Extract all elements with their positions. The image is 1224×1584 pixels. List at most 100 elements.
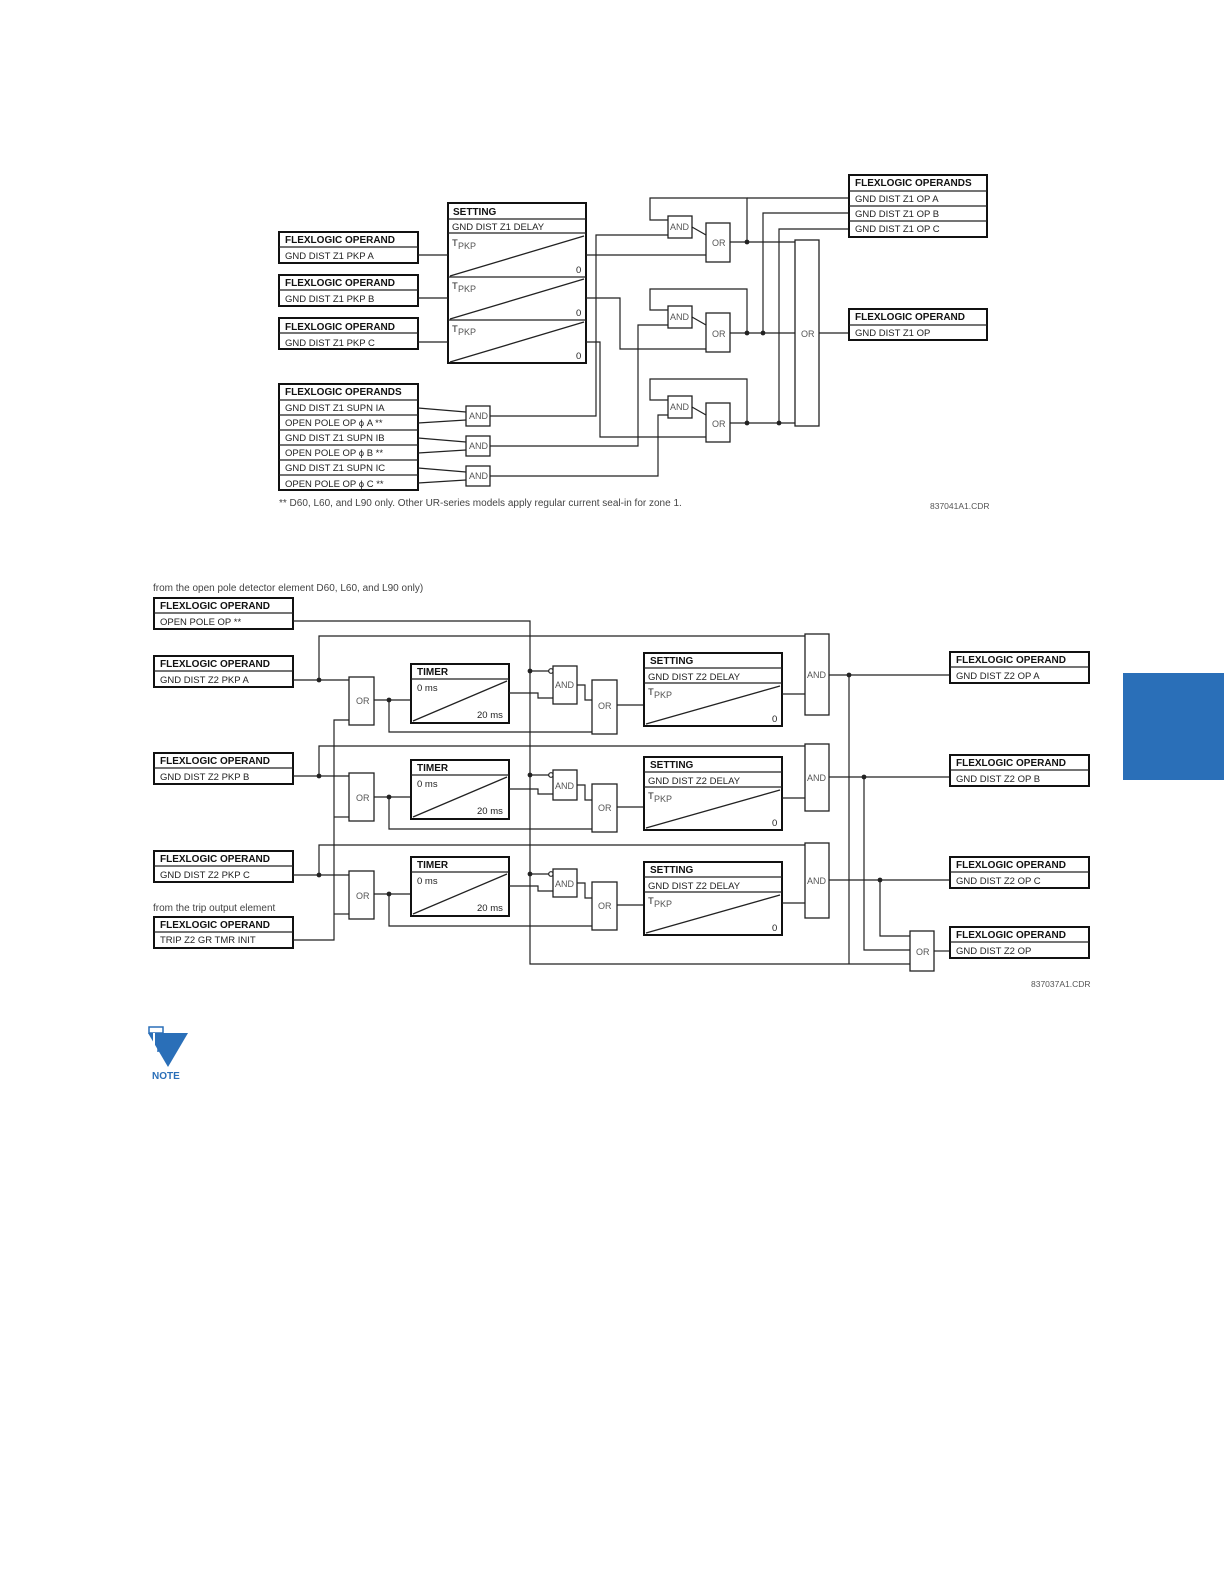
drawing-code-z1: 837041A1.CDR (930, 501, 990, 511)
svg-text:OPEN POLE OP ϕ B **: OPEN POLE OP ϕ B ** (285, 448, 383, 459)
svg-text:20 ms: 20 ms (477, 710, 503, 721)
setting-z2-b: SETTING GND DIST Z2 DELAY T PKP 0 (643, 756, 783, 831)
output-operands-z1-phase: FLEXLOGIC OPERANDS GND DIST Z1 OP A GND … (848, 174, 988, 238)
svg-text:0: 0 (772, 714, 777, 725)
svg-text:0: 0 (772, 923, 777, 934)
svg-text:OR: OR (598, 901, 612, 911)
svg-text:OR: OR (356, 891, 370, 901)
svg-text:0 ms: 0 ms (417, 683, 438, 694)
or-gate-z2-c2: OR (591, 881, 618, 931)
or-gate-z2-c: OR (348, 870, 375, 920)
output-operand-z2-b: FLEXLOGIC OPERAND GND DIST Z2 OP B (949, 754, 1090, 787)
svg-text:FLEXLOGIC OPERAND: FLEXLOGIC OPERAND (160, 659, 270, 670)
svg-text:OPEN POLE OP ϕ A **: OPEN POLE OP ϕ A ** (285, 418, 383, 429)
svg-text:OR: OR (712, 329, 726, 339)
trip-operand: FLEXLOGIC OPERAND TRIP Z2 GR TMR INIT (153, 916, 294, 949)
and-gate-z2-b: AND (552, 769, 578, 801)
svg-text:AND: AND (469, 411, 489, 421)
output-operand-z2-op: FLEXLOGIC OPERAND GND DIST Z2 OP (949, 926, 1090, 959)
tpkp-label: T (452, 238, 458, 249)
svg-text:OR: OR (712, 419, 726, 429)
output-operand-z2-a: FLEXLOGIC OPERAND GND DIST Z2 OP A (949, 651, 1090, 684)
svg-text:GND DIST Z2 OP: GND DIST Z2 OP (956, 946, 1031, 957)
svg-text:PKP: PKP (654, 690, 672, 700)
svg-text:OR: OR (356, 793, 370, 803)
svg-text:FLEXLOGIC OPERAND: FLEXLOGIC OPERAND (855, 312, 965, 323)
or-gate-z2-b: OR (348, 772, 375, 822)
svg-text:0 ms: 0 ms (417, 779, 438, 790)
and-gate-z2-big-c: AND (804, 842, 830, 919)
svg-text:T: T (648, 896, 654, 907)
or-gate-z1-b: OR (705, 312, 731, 353)
svg-text:GND DIST Z1 OP: GND DIST Z1 OP (855, 328, 930, 339)
svg-text:0: 0 (772, 818, 777, 829)
svg-text:TRIP Z2 GR TMR INIT: TRIP Z2 GR TMR INIT (160, 935, 256, 946)
and-gate-z1-c: AND (667, 395, 693, 419)
svg-text:FLEXLOGIC OPERAND: FLEXLOGIC OPERAND (285, 278, 395, 289)
zero-label: 0 (576, 308, 581, 319)
setting-header: SETTING (453, 207, 497, 218)
svg-text:SETTING: SETTING (650, 865, 694, 876)
svg-text:OR: OR (598, 803, 612, 813)
svg-text:FLEXLOGIC OPERAND: FLEXLOGIC OPERAND (160, 756, 270, 767)
svg-text:GND DIST Z2 DELAY: GND DIST Z2 DELAY (648, 881, 741, 892)
tpkp-label: T (452, 324, 458, 335)
svg-text:TIMER: TIMER (417, 667, 449, 678)
svg-text:FLEXLOGIC OPERANDS: FLEXLOGIC OPERANDS (855, 178, 972, 189)
open-pole-note: from the open pole detector element D60,… (153, 583, 423, 594)
svg-text:GND DIST Z2 DELAY: GND DIST Z2 DELAY (648, 776, 741, 787)
diagram-zone2: from the open pole detector element D60,… (153, 583, 1091, 989)
svg-text:GND DIST Z2 OP B: GND DIST Z2 OP B (956, 774, 1040, 785)
input-operand-z1-c: FLEXLOGIC OPERAND GND DIST Z1 PKP C (278, 317, 419, 350)
svg-text:TIMER: TIMER (417, 860, 449, 871)
or-gate-z1-a: OR (705, 222, 731, 263)
svg-text:GND DIST Z1 SUPN IB: GND DIST Z1 SUPN IB (285, 433, 385, 444)
svg-text:AND: AND (469, 441, 489, 451)
and-gate-z2-c: AND (552, 868, 578, 898)
output-operand-z1-op: FLEXLOGIC OPERAND GND DIST Z1 OP (848, 308, 988, 341)
svg-text:T: T (648, 687, 654, 698)
svg-text:GND DIST Z1 SUPN IA: GND DIST Z1 SUPN IA (285, 403, 385, 414)
and-gate-z2-a: AND (552, 665, 578, 705)
note-label: NOTE (152, 1071, 180, 1082)
svg-text:GND DIST Z1 PKP A: GND DIST Z1 PKP A (285, 251, 375, 262)
svg-text:GND DIST Z1 SUPN IC: GND DIST Z1 SUPN IC (285, 463, 385, 474)
svg-text:GND DIST Z2 DELAY: GND DIST Z2 DELAY (648, 672, 741, 683)
input-operand-z2-c: FLEXLOGIC OPERAND GND DIST Z2 PKP C (153, 850, 294, 883)
svg-text:OPEN POLE OP **: OPEN POLE OP ** (160, 617, 241, 628)
trip-note: from the trip output element (153, 903, 276, 914)
output-operand-z2-c: FLEXLOGIC OPERAND GND DIST Z2 OP C (949, 856, 1090, 889)
svg-text:AND: AND (670, 402, 690, 412)
or-gate-z2-a2: OR (591, 679, 618, 735)
svg-text:FLEXLOGIC OPERAND: FLEXLOGIC OPERAND (956, 655, 1066, 666)
svg-text:0 ms: 0 ms (417, 876, 438, 887)
svg-text:OR: OR (712, 238, 726, 248)
svg-text:T: T (648, 791, 654, 802)
svg-text:AND: AND (555, 781, 575, 791)
svg-text:FLEXLOGIC OPERAND: FLEXLOGIC OPERAND (160, 920, 270, 931)
svg-text:TIMER: TIMER (417, 763, 449, 774)
svg-text:AND: AND (807, 876, 827, 886)
svg-text:FLEXLOGIC OPERANDS: FLEXLOGIC OPERANDS (285, 387, 402, 398)
tpkp-sub: PKP (458, 241, 476, 251)
svg-text:FLEXLOGIC OPERAND: FLEXLOGIC OPERAND (956, 930, 1066, 941)
note-icon: NOTE (148, 1026, 188, 1082)
supn-operands-block: FLEXLOGIC OPERANDS GND DIST Z1 SUPN IA O… (278, 383, 419, 491)
drawing-code-z2: 837037A1.CDR (1031, 979, 1091, 989)
or-gate-z1-op: OR (794, 239, 820, 427)
svg-text:OR: OR (801, 329, 815, 339)
svg-text:SETTING: SETTING (650, 656, 694, 667)
footnote-z1: ** D60, L60, and L90 only. Other UR-seri… (279, 498, 682, 509)
setting-z2-a: SETTING GND DIST Z2 DELAY T PKP 0 (643, 652, 783, 727)
or-gate-z2-b2: OR (591, 783, 618, 833)
or-gate-z2-op: OR (909, 930, 935, 972)
or-gate-z2-a: OR (348, 676, 375, 726)
svg-text:OR: OR (598, 701, 612, 711)
and-gate-z2-big-b: AND (804, 743, 830, 812)
setting-z2-c: SETTING GND DIST Z2 DELAY T PKP 0 (643, 861, 783, 936)
svg-text:GND DIST Z2 PKP B: GND DIST Z2 PKP B (160, 772, 249, 783)
svg-text:FLEXLOGIC OPERAND: FLEXLOGIC OPERAND (285, 322, 395, 333)
zero-label: 0 (576, 351, 581, 362)
setting-name: GND DIST Z1 DELAY (452, 222, 545, 233)
and-gate-z1-a: AND (667, 215, 693, 239)
